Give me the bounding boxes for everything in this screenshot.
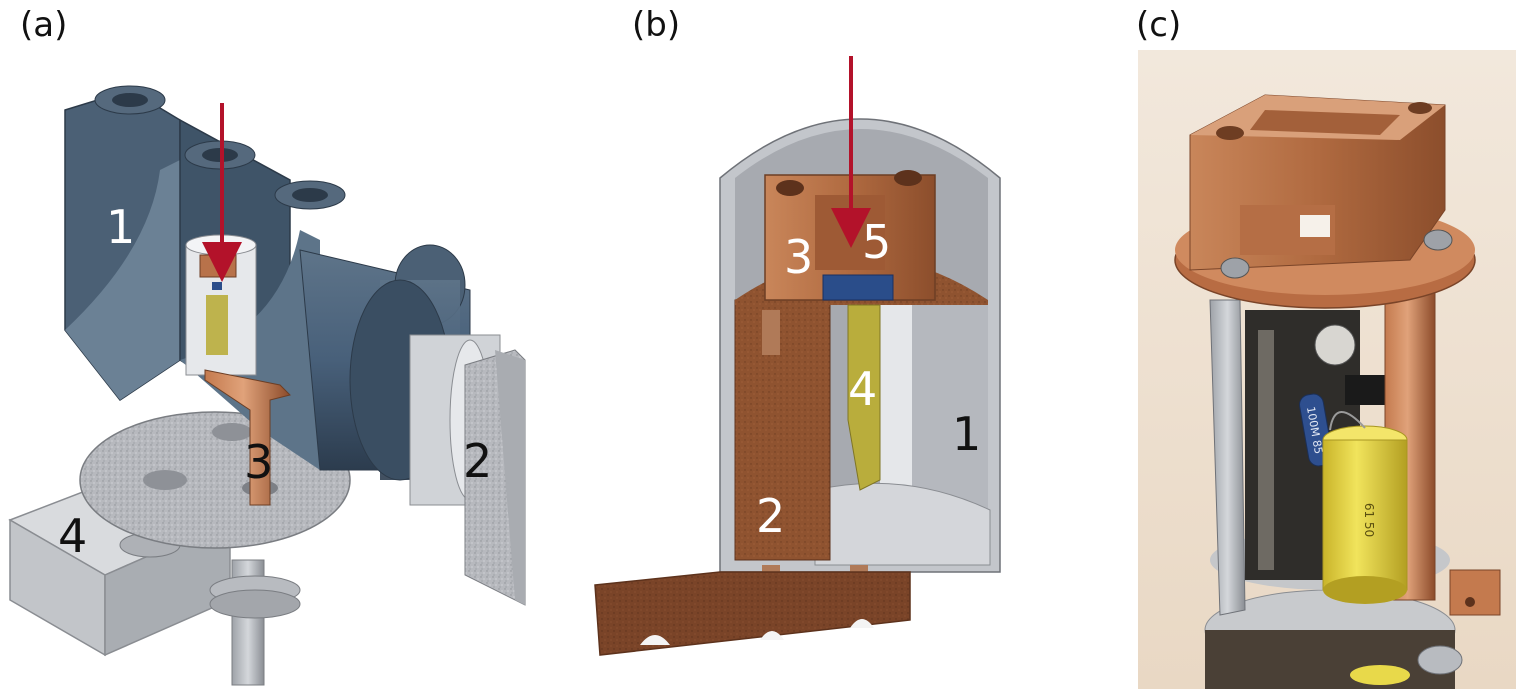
panel-a-callout-1: 1 <box>106 200 135 254</box>
panel-b-callout-1: 1 <box>952 407 981 461</box>
panel-c-label: (c) <box>1136 5 1182 45</box>
panel-c-capacitor-text: 61 50 <box>1362 503 1376 537</box>
panel-a-label: (a) <box>20 5 68 45</box>
panel-a-callout-3: 3 <box>244 435 273 489</box>
panel-b-callout-5: 5 <box>862 215 891 269</box>
panel-c-photo: 100M 85 61 50 <box>1138 50 1516 689</box>
panel-b-callout-4: 4 <box>848 362 877 416</box>
panel-b-drawing <box>594 56 1001 656</box>
panel-c-capacitor: 61 50 <box>1322 425 1408 604</box>
panel-b-callout-2: 2 <box>756 489 785 543</box>
panel-b-callout-3: 3 <box>784 230 813 284</box>
panel-b-label: (b) <box>632 5 681 45</box>
panel-a-callout-4: 4 <box>58 509 87 563</box>
panel-a-drawing <box>8 85 526 686</box>
panel-a-callout-2: 2 <box>463 434 492 488</box>
panel-a-plate <box>79 411 351 549</box>
